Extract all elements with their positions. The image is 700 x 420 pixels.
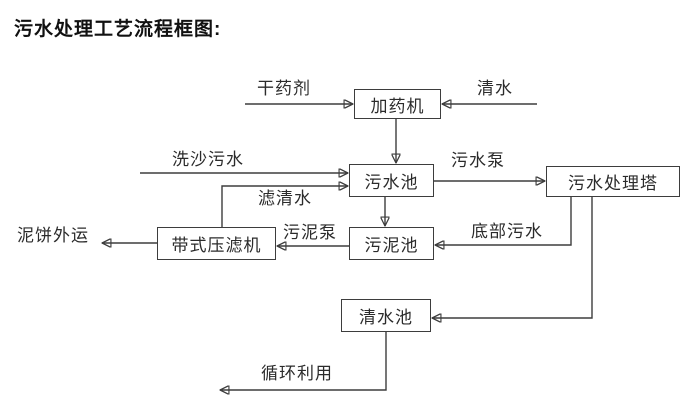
label-dry-agent: 干药剂: [257, 79, 311, 98]
node-clean-water-pool: 清水池: [341, 299, 431, 332]
label-sewage-pump: 污水泵: [451, 151, 505, 170]
label-sand-washing-sewage: 洗沙污水: [172, 150, 244, 169]
arrow-clean-water-pool-to-recycle: [220, 332, 387, 390]
node-belt-filter-press: 带式压滤机: [157, 227, 276, 260]
arrow-treatment-tower-to-clean-water-pool: [432, 197, 593, 318]
node-sewage-pool: 污水池: [349, 164, 434, 197]
label-mud-cake-out: 泥饼外运: [17, 226, 89, 245]
label-filtered-water: 滤清水: [258, 189, 312, 208]
node-dosing-machine: 加药机: [354, 89, 441, 119]
label-bottom-sewage: 底部污水: [471, 222, 543, 241]
node-treatment-tower: 污水处理塔: [546, 166, 680, 197]
arrow-filtered-water-belt-press-to-sewage-pool: [221, 186, 348, 227]
arrow-bottom-sewage-tower-to-sludge-pool: [435, 197, 572, 245]
label-sludge-pump: 污泥泵: [283, 223, 337, 242]
label-recycle-use: 循环利用: [261, 364, 333, 383]
diagram-title: 污水处理工艺流程框图:: [14, 19, 222, 40]
label-clean-water: 清水: [477, 79, 513, 98]
node-sludge-pool: 污泥池: [349, 227, 434, 260]
